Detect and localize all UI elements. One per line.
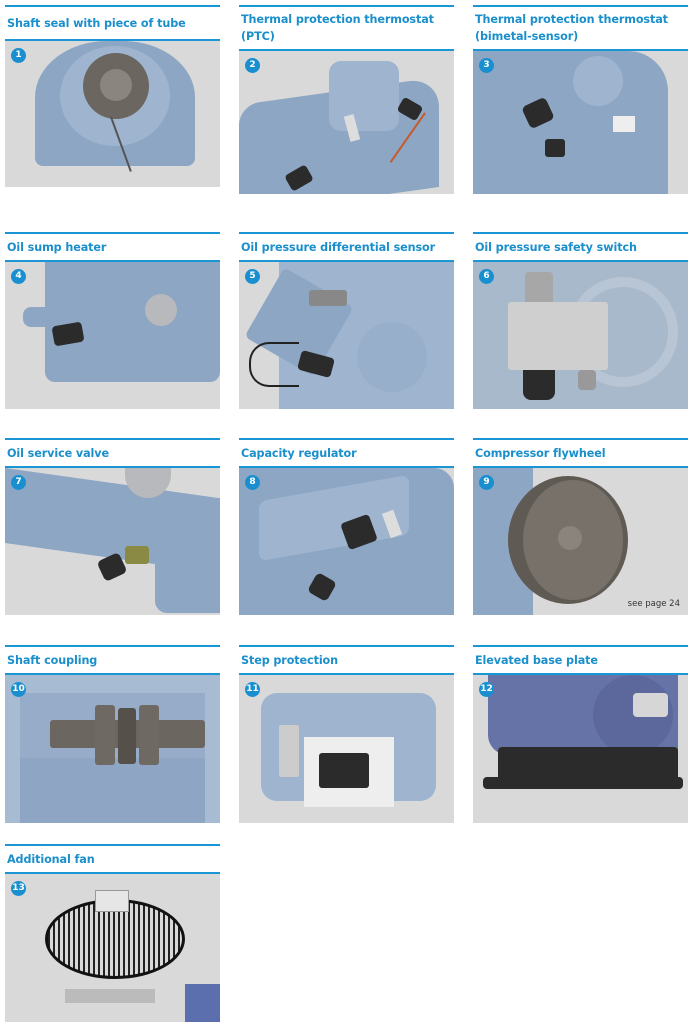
divider: [5, 844, 220, 846]
option-card-13: Additional fan 13: [5, 844, 220, 1022]
divider: [473, 673, 688, 675]
oil-pressure-sensor-photo: 5: [239, 262, 454, 409]
card-title: Oil pressure differential sensor: [241, 241, 436, 254]
number-badge: 11: [245, 682, 260, 697]
bimetal-sensor-photo: 3: [473, 51, 688, 194]
number-badge: 8: [245, 475, 260, 490]
card-title: Thermal protection thermostat (bimetal-s…: [475, 13, 668, 43]
divider: [5, 438, 220, 440]
card-title: Thermal protection thermostat (PTC): [241, 13, 434, 43]
number-badge: 12: [479, 682, 494, 697]
divider: [473, 260, 688, 262]
number-badge: 9: [479, 475, 494, 490]
oil-sump-heater-photo: 4: [5, 262, 220, 409]
divider: [239, 438, 454, 440]
ptc-thermostat-photo: 2: [239, 51, 454, 194]
number-badge: 13: [11, 881, 26, 896]
divider: [473, 645, 688, 647]
card-title: Capacity regulator: [241, 447, 357, 460]
divider: [5, 5, 220, 7]
shaft-seal-photo: 1: [5, 41, 220, 187]
option-card-2: Thermal protection thermostat (PTC) 2: [239, 5, 454, 194]
number-badge: 7: [11, 475, 26, 490]
card-title: Compressor flywheel: [475, 447, 606, 460]
option-card-5: Oil pressure differential sensor 5: [239, 232, 454, 409]
divider: [5, 872, 220, 874]
divider: [473, 5, 688, 7]
flywheel-photo: 9 see page 24: [473, 468, 688, 615]
capacity-regulator-photo: 8: [239, 468, 454, 615]
card-title: Elevated base plate: [475, 654, 598, 667]
option-card-8: Capacity regulator 8: [239, 438, 454, 615]
card-title: Shaft coupling: [7, 654, 98, 667]
option-card-11: Step protection 11: [239, 645, 454, 823]
oil-service-valve-photo: 7: [5, 468, 220, 615]
card-title: Additional fan: [7, 853, 95, 866]
oil-pressure-switch-photo: 6: [473, 262, 688, 409]
divider: [5, 232, 220, 234]
divider: [473, 232, 688, 234]
card-title: Shaft seal with piece of tube: [7, 17, 186, 30]
divider: [473, 438, 688, 440]
base-plate-photo: 12: [473, 675, 688, 823]
divider: [239, 673, 454, 675]
option-card-7: Oil service valve 7: [5, 438, 220, 615]
divider: [5, 466, 220, 468]
divider: [239, 232, 454, 234]
option-card-4: Oil sump heater 4: [5, 232, 220, 409]
divider: [239, 645, 454, 647]
divider: [239, 260, 454, 262]
card-title: Step protection: [241, 654, 339, 667]
option-card-3: Thermal protection thermostat (bimetal-s…: [473, 5, 688, 194]
divider: [239, 5, 454, 7]
number-badge: 3: [479, 58, 494, 73]
card-title: Oil service valve: [7, 447, 109, 460]
divider: [5, 39, 220, 41]
number-badge: 5: [245, 269, 260, 284]
divider: [473, 466, 688, 468]
option-card-1: Shaft seal with piece of tube 1: [5, 5, 220, 187]
option-card-12: Elevated base plate 12: [473, 645, 688, 823]
divider: [239, 466, 454, 468]
number-badge: 1: [11, 48, 26, 63]
number-badge: 10: [11, 682, 26, 697]
option-card-10: Shaft coupling 10: [5, 645, 220, 823]
option-card-6: Oil pressure safety switch 6: [473, 232, 688, 409]
card-title: Oil pressure safety switch: [475, 241, 637, 254]
divider: [239, 49, 454, 51]
card-title: Oil sump heater: [7, 241, 107, 254]
page-reference: see page 24: [627, 599, 680, 609]
number-badge: 4: [11, 269, 26, 284]
number-badge: 6: [479, 269, 494, 284]
additional-fan-photo: 13: [5, 874, 220, 1022]
option-card-9: Compressor flywheel 9 see page 24: [473, 438, 688, 615]
divider: [5, 645, 220, 647]
divider: [5, 673, 220, 675]
divider: [5, 260, 220, 262]
divider: [473, 49, 688, 51]
step-protection-photo: 11: [239, 675, 454, 823]
shaft-coupling-photo: 10: [5, 675, 220, 823]
number-badge: 2: [245, 58, 260, 73]
